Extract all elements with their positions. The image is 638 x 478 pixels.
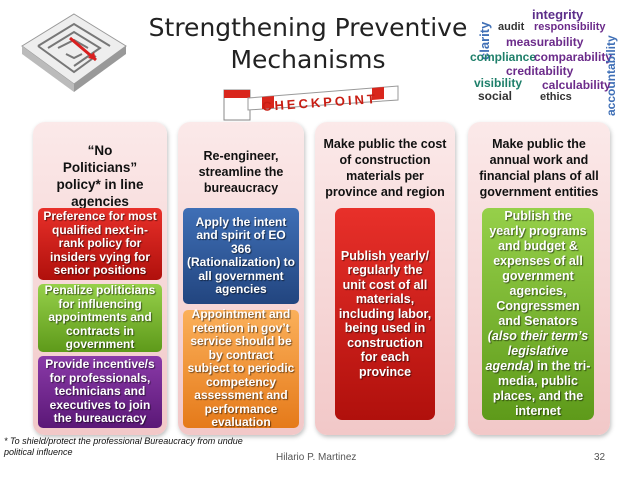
- word-integrity: integrity: [532, 7, 584, 22]
- word-compliance: compliance: [470, 50, 537, 64]
- page-number: 32: [594, 452, 606, 463]
- policy-box-publish-budgets: Publish the yearly programs and budget &…: [482, 208, 594, 420]
- word-creditability: creditability: [506, 64, 574, 78]
- column-heading: Make public the annual work and financia…: [479, 137, 599, 199]
- word-visibility: visibility: [474, 76, 523, 90]
- column-no-politicians: “No Politicians” policy* in line agencie…: [33, 122, 167, 435]
- title-line-2: Mechanisms: [230, 45, 386, 74]
- policy-box-next-in-rank: Preference for most qualified next-in-ra…: [38, 208, 162, 280]
- word-audit: audit: [498, 21, 525, 33]
- author-name: Hilario P. Martinez: [276, 452, 357, 463]
- word-ethics: ethics: [540, 91, 572, 103]
- column-heading: Make public the cost of construction mat…: [323, 137, 447, 199]
- word-measurability: measurability: [506, 35, 584, 49]
- column-reengineer: Re-engineer, streamline the bureaucracy …: [178, 122, 304, 435]
- policy-box-unit-costs: Publish yearly/ regularly the unit cost …: [335, 208, 435, 420]
- legislative-agenda-text: (also their term’s legislative agenda): [485, 329, 589, 373]
- policy-box-incentives: Provide incentive/s for professionals, t…: [38, 356, 162, 428]
- policy-box-eo-366: Apply the intent and spirit of EO 366 (R…: [183, 208, 299, 304]
- word-accountability: accountability: [604, 35, 618, 116]
- column-heading: Re-engineer, streamline the bureaucracy: [198, 149, 284, 195]
- title-line-1: Strengthening Preventive: [148, 13, 468, 42]
- column-heading: “No Politicians” policy* in line agencie…: [56, 143, 144, 209]
- word-calculability: calculability: [542, 78, 611, 92]
- policy-box-penalize: Penalize politicians for influencing app…: [38, 284, 162, 352]
- column-construction-costs: Make public the cost of construction mat…: [315, 122, 455, 435]
- budget-text-part2: in the tri-media, public places, and the…: [492, 359, 591, 418]
- budget-text-part1: Publish the yearly programs and budget &…: [489, 209, 587, 328]
- word-responsibility: responsibility: [534, 21, 606, 33]
- word-comparability: comparability: [534, 50, 613, 64]
- slide-title: Strengthening Preventive Mechanisms: [118, 12, 498, 76]
- maze-icon: [21, 13, 127, 92]
- policy-box-contract-appointment: Appointment and retention in gov’t servi…: [183, 308, 299, 429]
- footnote: * To shield/protect the professional Bur…: [4, 436, 243, 457]
- column-work-plans: Make public the annual work and financia…: [468, 122, 610, 435]
- word-social: social: [478, 89, 513, 103]
- word-cloud: integrity clarity audit responsibility m…: [468, 6, 630, 118]
- checkpoint-barrier-icon: [223, 85, 399, 121]
